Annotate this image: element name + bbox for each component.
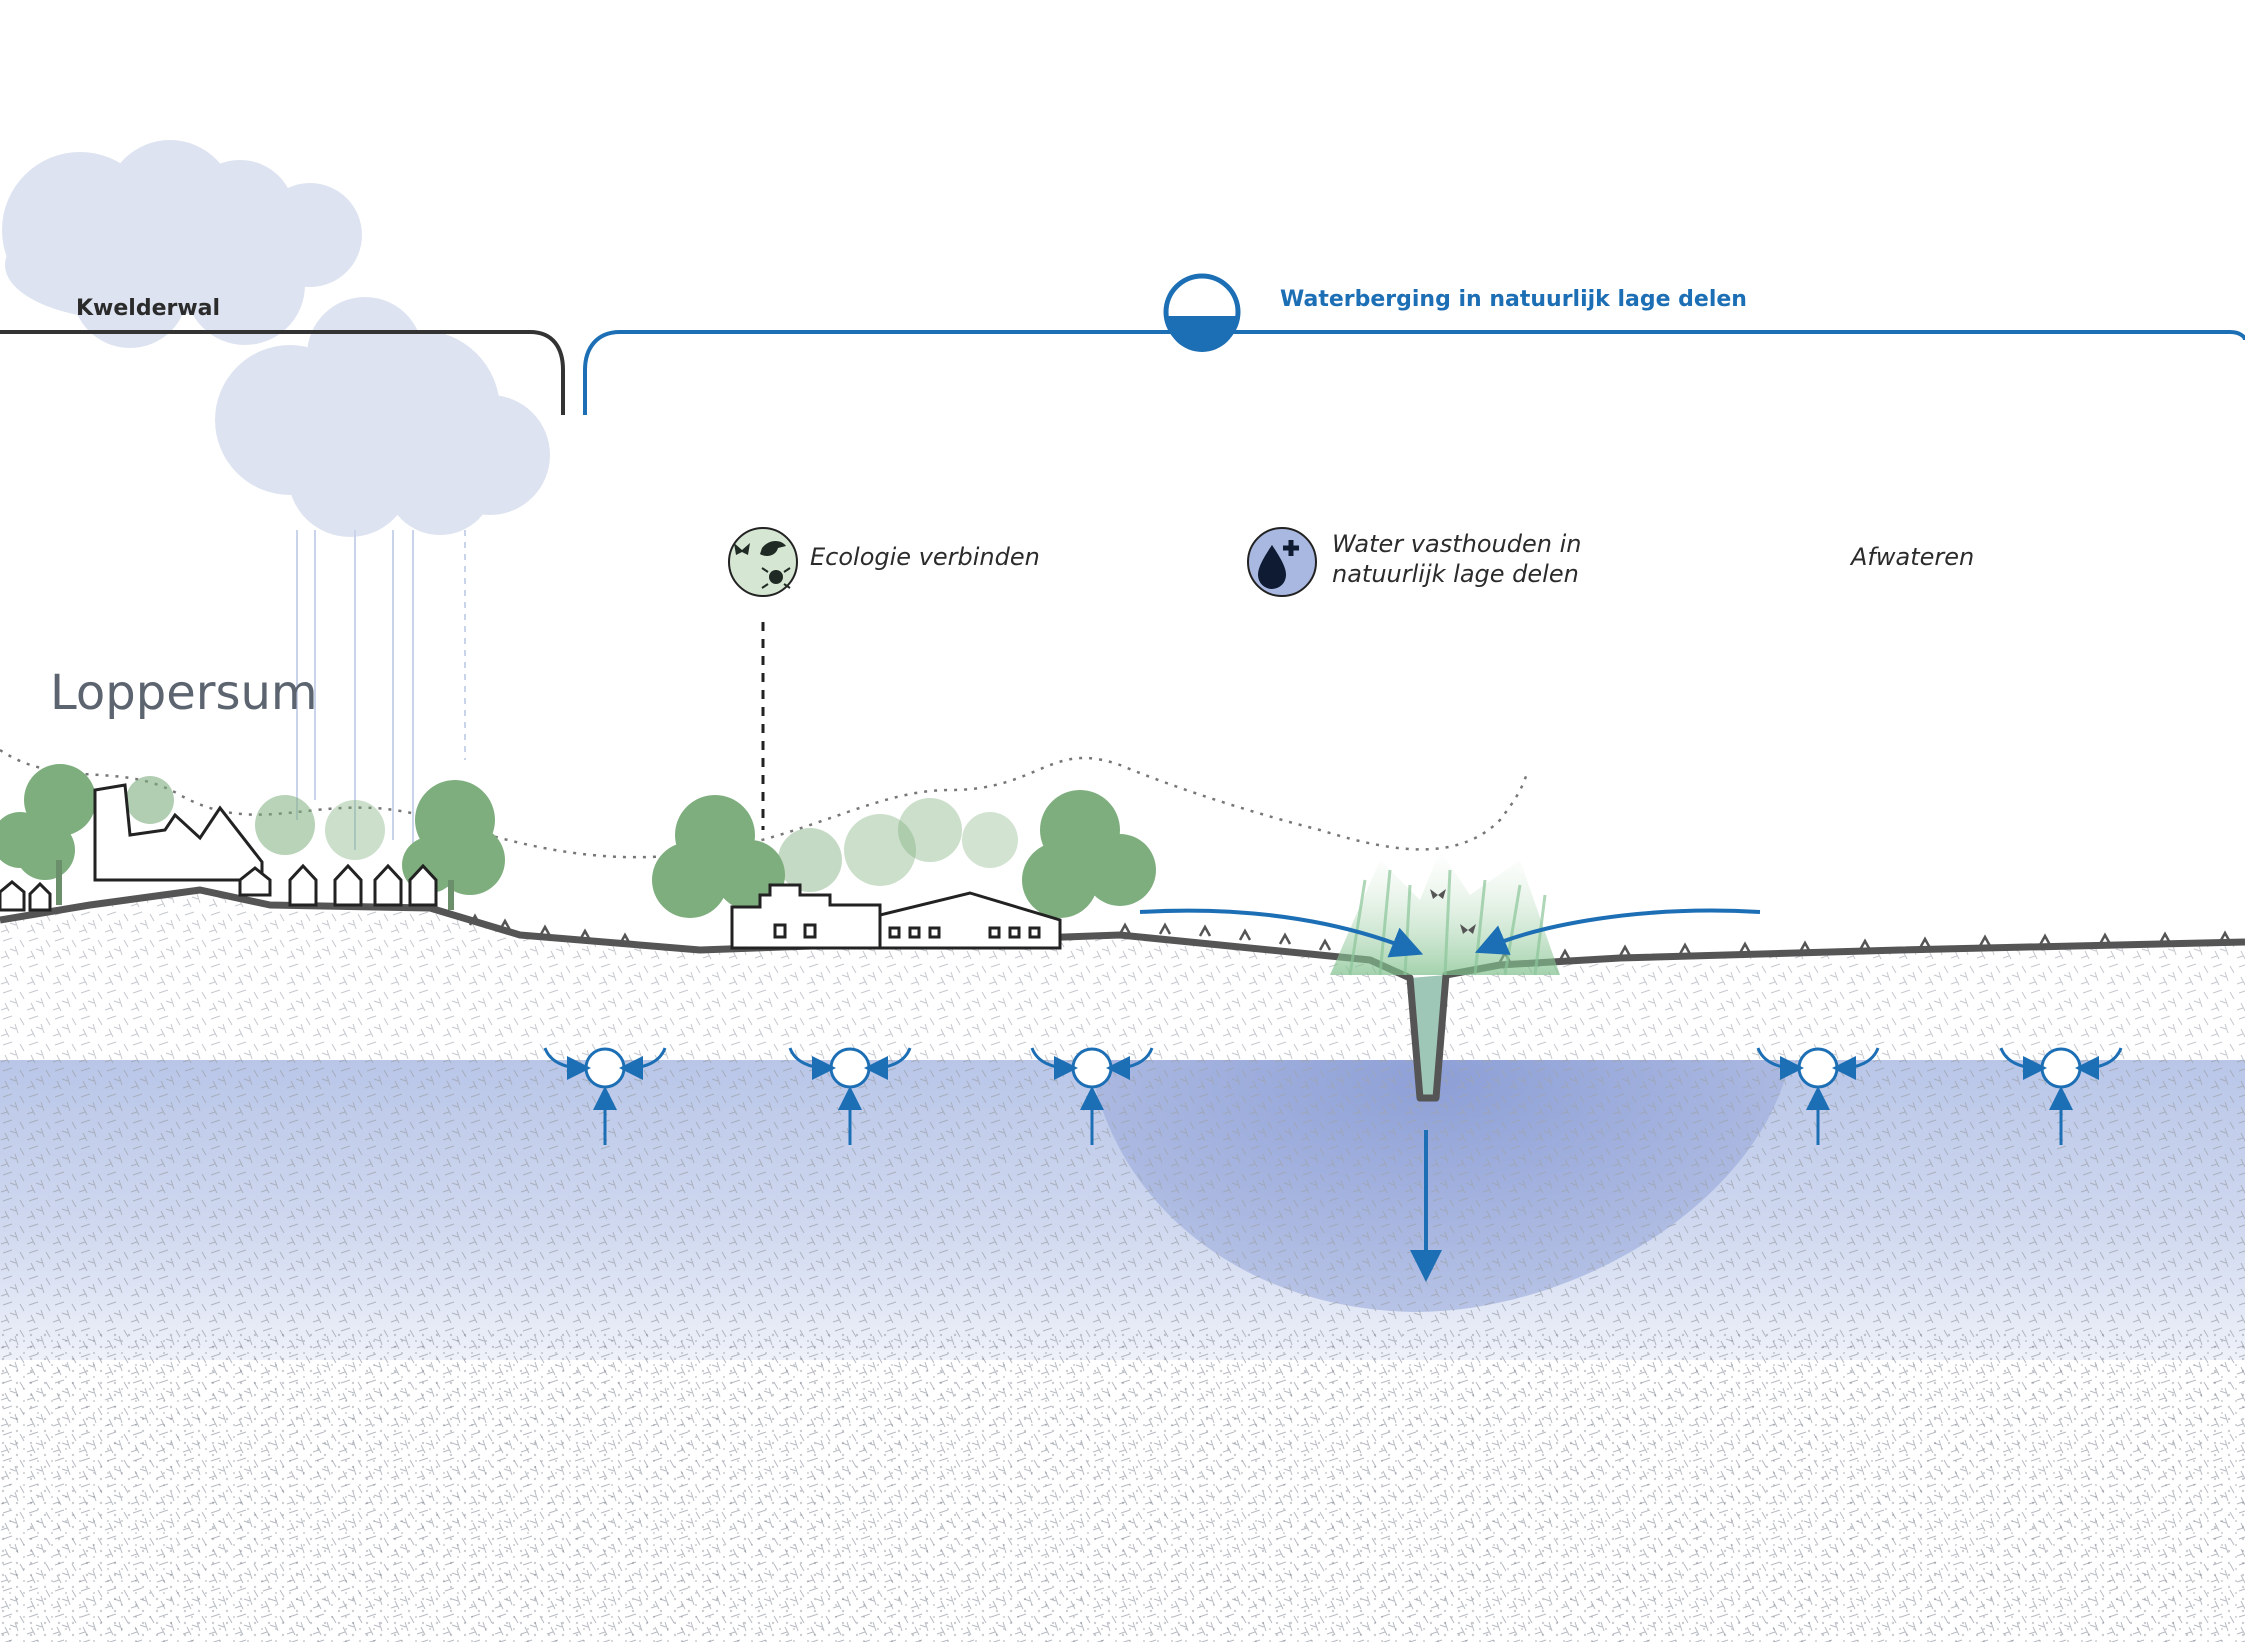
water-drop-plus-icon — [1247, 527, 1317, 597]
wetland-reeds — [1330, 850, 1560, 976]
runoff-arrows — [1139, 908, 1761, 1282]
ecologie-label: Ecologie verbinden — [810, 543, 1040, 571]
rain-cloud — [2, 140, 550, 537]
water-retain-label-line2: natuurlijk lage delen — [1332, 560, 1579, 588]
kwelderwal-bracket — [0, 330, 565, 415]
well-5 — [1999, 1047, 2123, 1145]
bird-butterfly-insect-icon — [728, 527, 798, 597]
place-name-label: Loppersum — [50, 665, 318, 721]
village-loppersum — [0, 783, 438, 912]
well-2 — [788, 1047, 912, 1145]
kwelderwal-label: Kwelderwal — [76, 296, 221, 321]
groundwater-zone — [0, 980, 2245, 1642]
ground-surface — [0, 886, 2245, 1102]
waterberging-label: Waterberging in natuurlijk lage delen — [1280, 287, 1747, 312]
afwateren-label: Afwateren — [1851, 543, 1975, 571]
rain-streaks — [296, 530, 466, 870]
trees-loppersum — [0, 764, 505, 910]
half-filled-basin-icon — [1163, 273, 1241, 352]
groundwater-wells — [543, 1047, 2123, 1145]
waterberging-bracket — [583, 330, 2245, 415]
ecological-corridor-line — [0, 748, 1530, 859]
water-retain-label-line1: Water vasthouden in — [1332, 530, 1582, 558]
farm-buildings — [730, 883, 1062, 950]
well-1 — [543, 1047, 667, 1145]
well-3 — [1030, 1047, 1154, 1145]
trees-farm — [652, 790, 1156, 918]
well-4 — [1756, 1047, 1880, 1145]
